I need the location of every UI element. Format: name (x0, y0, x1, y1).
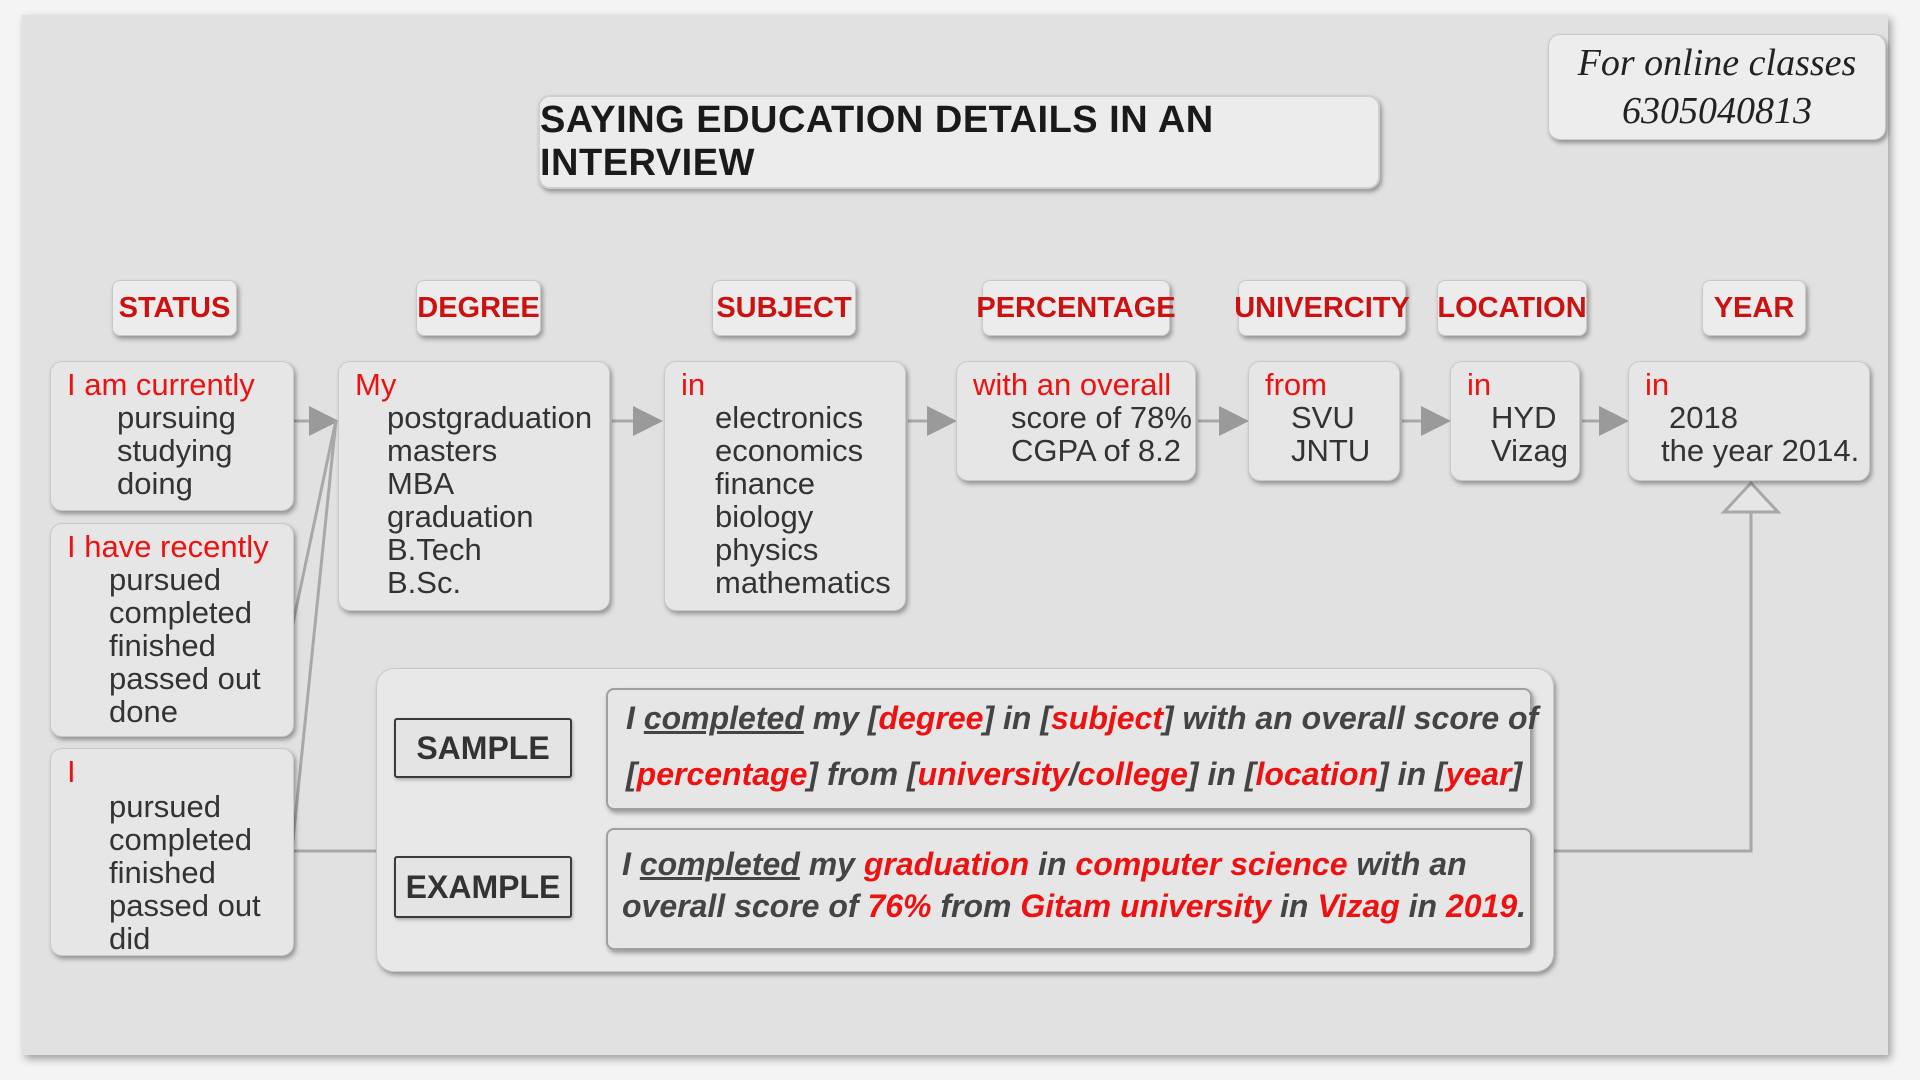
list-item: 2018 (1669, 400, 1738, 435)
list-item: pursued (109, 789, 222, 824)
list-item: finance (715, 466, 815, 501)
list-item: HYD (1491, 400, 1557, 435)
contact-line-1: For online classes (1577, 42, 1857, 84)
sample-label: SAMPLE (394, 718, 572, 778)
subject-lead: in (681, 367, 706, 402)
status-lead: I have recently (67, 529, 269, 564)
list-item: economics (715, 433, 864, 468)
list-item: CGPA of 8.2 (1011, 433, 1182, 468)
location-lead: in (1467, 367, 1492, 402)
diagram-title: SAYING EDUCATION DETAILS IN AN INTERVIEW (538, 95, 1380, 189)
status-lead: I am currently (67, 367, 255, 402)
list-item: Vizag (1491, 433, 1568, 468)
list-item: completed (109, 822, 253, 857)
status-box-recent: I have recently pursued completed finish… (50, 523, 294, 737)
list-item: electronics (715, 400, 864, 435)
example-label: EXAMPLE (394, 856, 572, 918)
list-item: score of 78% (1011, 400, 1192, 435)
header-degree: DEGREE (416, 280, 541, 336)
year-lead: in (1645, 367, 1670, 402)
status-lead: I (67, 754, 76, 789)
sample-line-1: I completed my [degree] in [subject] wit… (626, 700, 1539, 736)
location-box: in HYD Vizag (1450, 361, 1580, 481)
university-box: from SVU JNTU (1248, 361, 1400, 481)
sample-sentence-box: I completed my [degree] in [subject] wit… (606, 688, 1538, 810)
list-item: physics (715, 532, 819, 567)
list-item: biology (715, 499, 814, 534)
status-box-current: I am currently pursuing studying doing (50, 361, 294, 511)
list-item: studying (117, 433, 233, 468)
percentage-lead: with an overall (973, 367, 1172, 402)
list-item: passed out (109, 661, 261, 696)
list-item: pursuing (117, 400, 236, 435)
list-item: SVU (1291, 400, 1355, 435)
list-item: B.Sc. (387, 565, 462, 600)
list-item: MBA (387, 466, 455, 501)
university-lead: from (1265, 367, 1327, 402)
contact-box: For online classes 6305040813 (1548, 34, 1886, 140)
contact-phone: 6305040813 (1622, 90, 1812, 132)
list-item: finished (109, 628, 216, 663)
header-university: UNIVERCITY (1234, 280, 1410, 336)
example-sentence-box: I completed my graduation in computer sc… (606, 828, 1532, 950)
list-item: passed out (109, 888, 261, 923)
sample-line-2: [percentage] from [university/college] i… (626, 756, 1523, 792)
list-item: mathematics (715, 565, 891, 600)
degree-lead: My (355, 367, 397, 402)
degree-box: My postgraduation masters MBA graduation… (338, 361, 610, 611)
list-item: B.Tech (387, 532, 482, 567)
example-line-2: overall score of 76% from Gitam universi… (622, 888, 1527, 924)
list-item: pursued (109, 562, 222, 597)
header-year: YEAR (1702, 280, 1806, 336)
subject-box: in electronics economics finance biology… (664, 361, 906, 611)
list-item: doing (117, 466, 193, 501)
status-box-past: I pursued completed finished passed out … (50, 748, 294, 956)
list-item: masters (387, 433, 498, 468)
year-box: in 2018 the year 2014. (1628, 361, 1870, 481)
list-item: did (109, 921, 151, 956)
list-item: postgraduation (387, 400, 593, 435)
list-item: done (109, 694, 178, 729)
header-percentage: PERCENTAGE (976, 280, 1176, 336)
list-item: JNTU (1291, 433, 1371, 468)
arrow-status-2 (290, 419, 338, 629)
arrow-status-3 (290, 419, 338, 851)
line-box-to-year (1554, 510, 1753, 853)
list-item: graduation (387, 499, 534, 534)
header-subject: SUBJECT (712, 280, 856, 336)
list-item: the year 2014. (1661, 433, 1860, 468)
header-status: STATUS (112, 280, 237, 336)
header-location: LOCATION (1437, 280, 1587, 336)
percentage-box: with an overall score of 78% CGPA of 8.2 (956, 361, 1196, 481)
list-item: finished (109, 855, 216, 890)
list-item: completed (109, 595, 253, 630)
example-line-1: I completed my graduation in computer sc… (622, 846, 1467, 882)
year-triangle-arrow (1720, 480, 1782, 514)
